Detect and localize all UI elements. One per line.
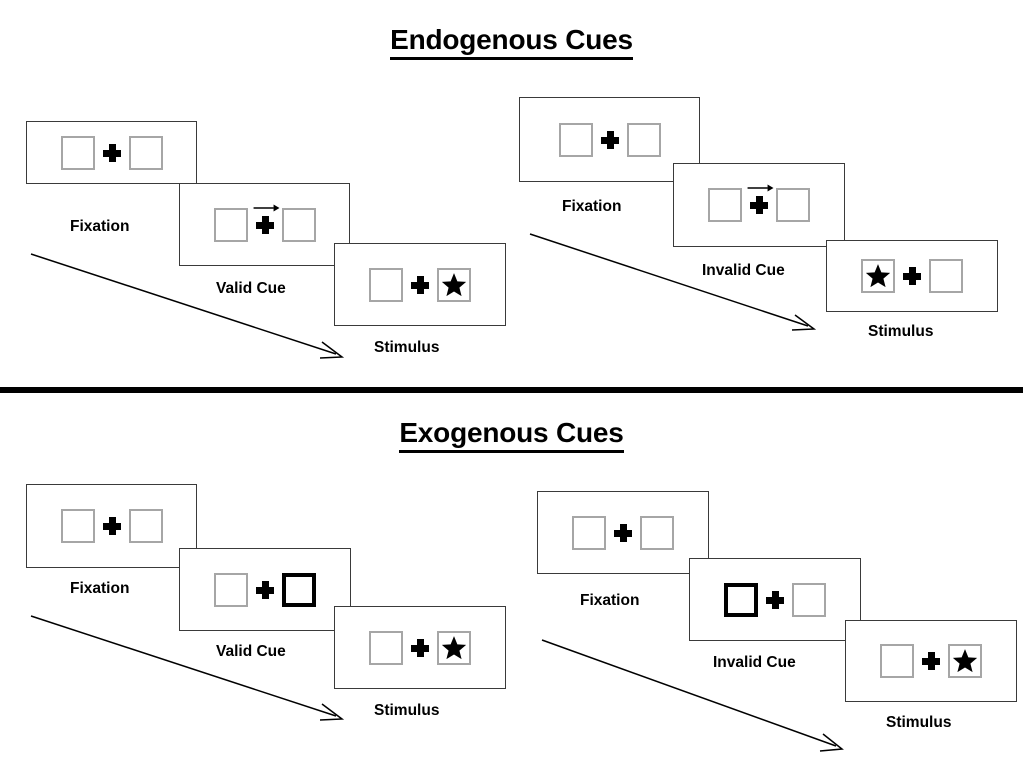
star-icon (952, 649, 978, 673)
panel-exogenous-invalid-fixation[interactable] (537, 491, 709, 574)
stimulus-box-left (214, 572, 248, 607)
stimulus-box-right (948, 644, 982, 678)
stimulus-box-right (929, 259, 963, 293)
stimulus-box-left (861, 259, 895, 293)
section-title-endogenous-text: Endogenous Cues (390, 24, 633, 60)
caption-endogenous-invalid-stimulus: Stimulus (868, 323, 934, 340)
panel-endogenous-valid-fixation[interactable] (26, 121, 197, 184)
stimulus-box-right (437, 630, 471, 665)
star-icon (441, 272, 467, 296)
fixation-cross (95, 517, 129, 535)
panel-exogenous-valid-fixation[interactable] (26, 484, 197, 568)
caption-endogenous-valid-stimulus: Stimulus (374, 339, 440, 356)
plus-icon (102, 143, 121, 162)
panel-content (880, 644, 982, 678)
panel-content (369, 267, 471, 302)
section-divider (0, 387, 1023, 393)
fixation-cross (248, 204, 282, 234)
caption-exogenous-invalid-cue: Invalid Cue (713, 654, 796, 671)
panel-exogenous-valid-cue[interactable] (179, 548, 351, 631)
fixation-cross (403, 275, 437, 294)
arrow-right-icon (253, 204, 280, 211)
fixation-cross (895, 267, 929, 285)
panel-content (213, 204, 316, 242)
panel-content (60, 135, 163, 170)
stimulus-box-left (572, 515, 606, 550)
caption-endogenous-valid-cue: Valid Cue (216, 280, 286, 297)
fixation-cross (248, 580, 282, 599)
panel-exogenous-valid-stimulus[interactable] (334, 606, 506, 689)
caption-exogenous-valid-stimulus: Stimulus (374, 702, 440, 719)
plus-icon (411, 275, 429, 294)
stimulus-box-right-cued (282, 572, 316, 607)
fixation-cross (758, 590, 792, 609)
caption-endogenous-invalid-fixation: Fixation (562, 198, 622, 215)
plus-icon (411, 638, 429, 657)
plus-icon (922, 652, 940, 670)
stimulus-box-right (128, 135, 163, 170)
star-icon (865, 264, 891, 288)
panel-content (369, 630, 471, 665)
fixation-cross (914, 652, 948, 670)
panel-content (60, 509, 163, 543)
stimulus-box-right (792, 582, 826, 617)
fixation-cross (95, 143, 129, 162)
panel-content (708, 184, 810, 222)
plus-icon (766, 590, 784, 609)
caption-exogenous-valid-fixation: Fixation (70, 580, 130, 597)
fixation-cross (742, 184, 776, 214)
stimulus-box-right (437, 267, 471, 302)
caption-endogenous-invalid-cue: Invalid Cue (702, 262, 785, 279)
stimulus-box-left (558, 122, 593, 157)
star-icon (441, 635, 467, 659)
plus-icon (750, 196, 768, 214)
panel-endogenous-valid-cue[interactable] (179, 183, 350, 266)
stimulus-box-left (369, 630, 403, 665)
panel-endogenous-valid-stimulus[interactable] (334, 243, 506, 326)
caption-endogenous-valid-fixation: Fixation (70, 218, 130, 235)
caption-exogenous-invalid-fixation: Fixation (580, 592, 640, 609)
plus-icon (903, 267, 921, 285)
stimulus-box-left (880, 644, 914, 678)
panel-exogenous-invalid-stimulus[interactable] (845, 620, 1017, 702)
caption-exogenous-invalid-stimulus: Stimulus (886, 714, 952, 731)
stimulus-box-left (213, 207, 248, 242)
stimulus-box-left-cued (724, 582, 758, 617)
stimulus-box-right (128, 509, 163, 543)
caption-exogenous-valid-cue: Valid Cue (216, 643, 286, 660)
plus-icon (600, 130, 619, 149)
fixation-cross (593, 130, 627, 149)
plus-icon (614, 523, 632, 542)
section-title-exogenous-text: Exogenous Cues (399, 417, 624, 453)
panel-content (572, 515, 674, 550)
stimulus-box-right (281, 207, 316, 242)
section-title-endogenous: Endogenous Cues (0, 24, 1023, 60)
stimulus-box-left (60, 509, 95, 543)
plus-icon (256, 580, 274, 599)
panel-endogenous-invalid-cue[interactable] (673, 163, 845, 247)
flow-arrow-exogenous-invalid (541, 639, 844, 752)
panel-content (558, 122, 661, 157)
fixation-cross (403, 638, 437, 657)
panel-endogenous-invalid-stimulus[interactable] (826, 240, 998, 312)
section-title-exogenous: Exogenous Cues (0, 417, 1023, 453)
panel-content (724, 582, 826, 617)
plus-icon (102, 517, 121, 535)
fixation-cross (606, 523, 640, 542)
stimulus-box-right (776, 188, 810, 222)
stimulus-box-left (708, 188, 742, 222)
panel-endogenous-invalid-fixation[interactable] (519, 97, 700, 182)
stimulus-box-left (369, 267, 403, 302)
stimulus-box-right (640, 515, 674, 550)
panel-content (861, 259, 963, 293)
panel-exogenous-invalid-cue[interactable] (689, 558, 861, 641)
arrow-right-icon (747, 184, 774, 192)
plus-icon (255, 215, 274, 234)
stimulus-box-left (60, 135, 95, 170)
panel-content (214, 572, 316, 607)
stimulus-box-right (626, 122, 661, 157)
